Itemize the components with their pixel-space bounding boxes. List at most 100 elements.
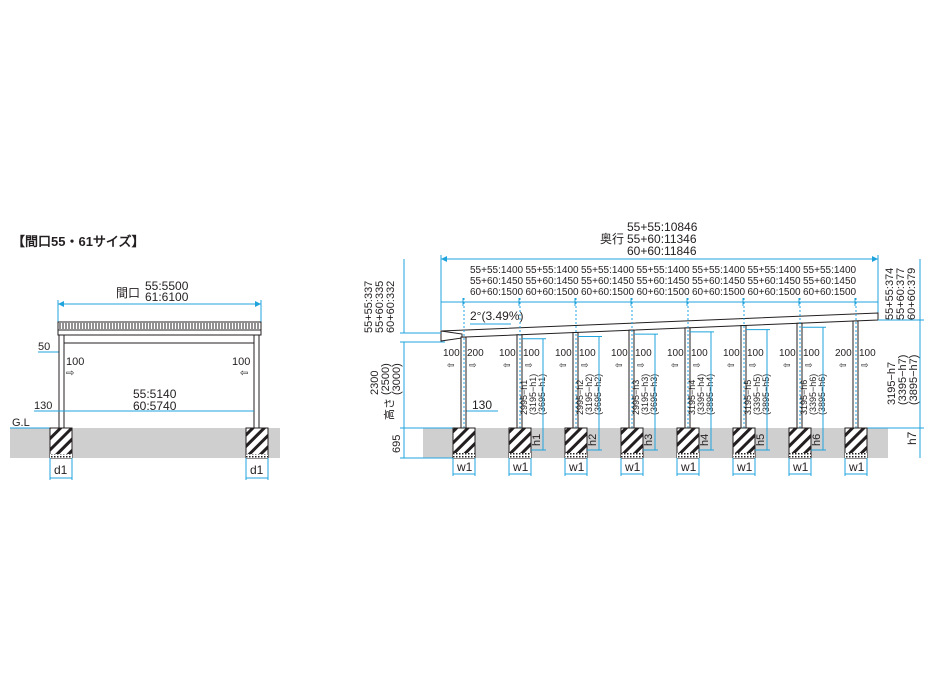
front-post-left [58, 334, 65, 429]
post-height-label: (3395−h6) [808, 374, 818, 415]
offset-left-label: 100 [66, 356, 84, 368]
post-offset-right: 200 [467, 348, 484, 359]
post-height-label: 3195−h6 [799, 380, 809, 415]
depth-value-55-60: 55+60:11346 [627, 232, 697, 246]
h-label-group: h1 [531, 434, 543, 446]
footing-depth-group: 695 [391, 435, 403, 453]
span-label: 55+55:1400 [803, 265, 857, 276]
offset-left-arrow-icon: ⇨ [66, 368, 74, 379]
side-footing-gravel [677, 453, 699, 458]
width-label: 間口 [116, 286, 140, 300]
width-value-55: 55:5500 [145, 279, 189, 293]
post-height-label: (3395−h4) [696, 374, 706, 415]
diagram-title: 【間口55・61サイズ】 [12, 234, 145, 249]
offset-left-arrow-icon: ⇦ [839, 360, 847, 370]
footing-left [49, 427, 73, 459]
left-roof-height-group: 55+55:337 55+60:335 60+60:332 [363, 281, 397, 333]
front-view: G.L 間口 55:5500 61:6100 50 100 100 ⇨ ⇦ 55… [10, 279, 280, 480]
post-offset-right: 100 [635, 348, 652, 359]
footing-label: w1 [512, 460, 529, 474]
offset-right-label: 100 [232, 356, 250, 368]
post-height-group: 3195−h5(3395−h5)(3895−h5) [743, 374, 771, 415]
height-1: 2300 [369, 371, 381, 395]
post-offset-left: 100 [723, 348, 740, 359]
offset-right-arrow-icon: ⇨ [749, 360, 757, 370]
post-height-group: 3195−h4(3395−h4)(3895−h4) [687, 374, 715, 415]
footing-label: w1 [456, 460, 473, 474]
depth-value-55-55: 55+55:10846 [627, 220, 698, 234]
post-height-label: 2995−h3 [631, 380, 641, 415]
side-footing-gravel [565, 453, 587, 458]
right-roof-height-2: 55+60:377 [895, 268, 907, 320]
post-offset-left: 100 [611, 348, 628, 359]
post-height-group: 2995−h3(3195−h3)(3695−h3) [631, 374, 659, 415]
footing-right [245, 427, 269, 459]
h-label: h3 [643, 434, 655, 446]
left-roof-height-3: 60+60:332 [385, 281, 397, 333]
footing-label: w1 [736, 460, 753, 474]
post-height-label: (3195−h1) [528, 374, 538, 415]
h7-group: h7 [905, 431, 919, 445]
base-height-label: 130 [34, 400, 52, 412]
post-offset-left: 100 [443, 348, 460, 359]
side-footing-gravel [789, 453, 811, 458]
post-offset-left: 100 [779, 348, 796, 359]
post-height-label: (3695−h2) [593, 374, 603, 415]
post-height-label: 2995−h1 [519, 380, 529, 415]
footing-label: w1 [568, 460, 585, 474]
post-offset-left: 200 [835, 348, 852, 359]
offset-right-arrow-icon: ⇨ [581, 360, 589, 370]
post-offset-right: 100 [747, 348, 764, 359]
height-group: 2300 (2500) (3000) [369, 363, 403, 395]
post-height-label: (3195−h2) [584, 374, 594, 415]
span-label: 55+55:1400 [470, 265, 524, 276]
span-label: 60+60:1500 [637, 287, 691, 298]
post-height-group: 2995−h1(3195−h1)(3695−h1) [519, 374, 547, 415]
h-label: h6 [811, 434, 823, 446]
footing-depth-label: 695 [391, 435, 403, 453]
depth-value-60-60: 60+60:11846 [627, 244, 697, 258]
h-label: h5 [755, 434, 767, 446]
h-label-group: h6 [811, 434, 823, 446]
right-height-3: (3895−h7) [908, 355, 920, 405]
span-label: 55+55:1400 [526, 265, 580, 276]
h-label: h2 [587, 434, 599, 446]
span-label: 55+60:1450 [470, 276, 524, 287]
span-label: 60+60:1500 [803, 287, 857, 298]
eave-height-label: 50 [38, 341, 50, 353]
post-height-label: 3195−h4 [687, 380, 697, 415]
post-height-label: (3695−h1) [537, 374, 547, 415]
side-base-height-label: 130 [472, 398, 492, 412]
post-height-group: 2995−h2(3195−h2)(3695−h2) [575, 374, 603, 415]
side-footing-gravel [621, 453, 643, 458]
post-offset-right: 100 [579, 348, 596, 359]
span-labels: 55+55:140055+60:145060+60:150055+55:1400… [462, 265, 857, 306]
h-label: h4 [699, 434, 711, 446]
span-label: 55+60:1450 [692, 276, 746, 287]
span-label: 55+55:1400 [581, 265, 635, 276]
offset-left-arrow-icon: ⇦ [727, 360, 735, 370]
inner-width-60: 60:5740 [133, 399, 177, 413]
left-roof-height-1: 55+55:337 [363, 281, 375, 333]
span-label: 60+60:1500 [526, 287, 580, 298]
left-roof-height-2: 55+60:335 [374, 281, 386, 333]
post-offset-left: 100 [667, 348, 684, 359]
footing-label-left: d1 [54, 463, 68, 477]
side-footing-gravel [845, 453, 867, 458]
right-roof-height-1: 55+55:374 [884, 268, 896, 320]
post-offset-left: 100 [499, 348, 516, 359]
post-height-label: (3895−h5) [761, 374, 771, 415]
right-height-group: 3195−h7 (3395−h7) (3895−h7) [886, 355, 920, 405]
post-height-label: (3895−h6) [817, 374, 827, 415]
span-label: 55+60:1450 [581, 276, 635, 287]
post-height-group: 3195−h6(3395−h6)(3895−h6) [799, 374, 827, 415]
h-label-group: h2 [587, 434, 599, 446]
footing-label: w1 [680, 460, 697, 474]
h-label: h1 [531, 434, 543, 446]
roof-beam [57, 329, 262, 336]
width-value-61: 61:6100 [145, 290, 189, 304]
post-height-label: (3895−h4) [705, 374, 715, 415]
offset-left-arrow-icon: ⇦ [615, 360, 623, 370]
right-roof-height-group: 55+55:374 55+60:377 60+60:379 [884, 268, 918, 320]
gravel-left [50, 454, 72, 458]
